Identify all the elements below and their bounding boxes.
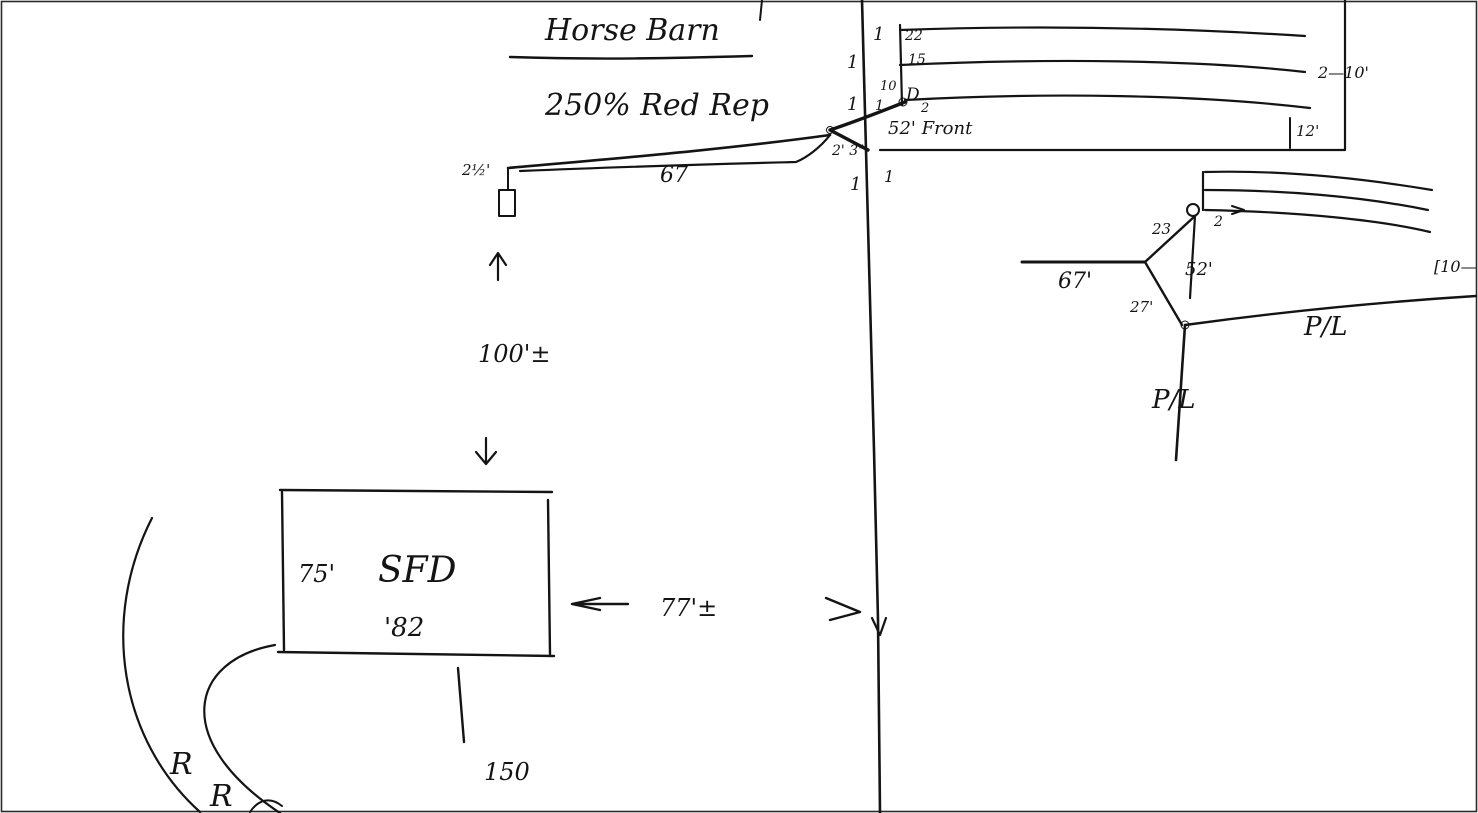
right-diag-1 xyxy=(1143,214,1197,264)
up-arrow xyxy=(488,251,508,282)
house-sub-label: '82 xyxy=(384,613,424,643)
title-bracket xyxy=(759,0,763,21)
top-run-3 xyxy=(903,94,1312,110)
title-line1: Horse Barn xyxy=(544,13,720,48)
top-run-2 xyxy=(898,59,1307,74)
drop-junction xyxy=(898,97,908,107)
main-vertical-line xyxy=(860,0,882,813)
title-underline xyxy=(508,54,754,60)
height-note: 2½' xyxy=(461,161,490,179)
down-arrow xyxy=(474,436,498,466)
right-diag-2 xyxy=(1143,260,1184,327)
right-side-dim: [10— xyxy=(1434,257,1477,276)
setback-left-arrow xyxy=(570,596,630,612)
right-seg-c: 52' xyxy=(1185,259,1213,280)
top-riser xyxy=(898,23,904,107)
top-run-1 xyxy=(898,26,1307,38)
house-left-line xyxy=(280,490,286,652)
house-bottom-line xyxy=(276,650,556,658)
road-outer-curve xyxy=(122,516,202,813)
title-line2: 250% Red Rep xyxy=(544,88,769,123)
pl-vertical xyxy=(1174,323,1187,462)
long-run-lower xyxy=(518,133,832,173)
meter-box xyxy=(498,189,516,217)
road-inner-curve xyxy=(203,643,282,813)
feed-junction xyxy=(826,126,834,134)
long-run xyxy=(506,133,832,170)
road-label-1: R xyxy=(169,747,193,782)
drop-note: 52' Front xyxy=(888,118,973,139)
right-run-3 xyxy=(1203,208,1432,234)
right-left-run-label: 67' xyxy=(1058,269,1092,294)
tick-label-3: 1 xyxy=(847,94,858,115)
tick-label-6: 1 xyxy=(875,98,884,114)
right-bracket xyxy=(878,0,1347,152)
distance-to-house: 100'± xyxy=(478,340,551,368)
road-partial-mark xyxy=(249,799,283,813)
pl-label-2: P/L xyxy=(1151,385,1196,415)
house-bottom-dim: 150 xyxy=(484,758,530,786)
right-run-1 xyxy=(1203,170,1434,192)
top-len-3: 10 xyxy=(880,79,897,94)
house-side-dim: 75' xyxy=(298,560,335,588)
side-dim-b: 12' xyxy=(1296,122,1319,140)
joint-label: 2' 3" xyxy=(831,143,865,159)
right-run-arrow xyxy=(1231,205,1245,215)
tick-label-2: 1 xyxy=(847,52,858,73)
run-length: 67 xyxy=(660,163,688,188)
house-right-line xyxy=(546,498,552,656)
gap-note: 2 xyxy=(920,101,929,116)
top-len-1: 22 xyxy=(904,28,923,44)
right-vertical-stub xyxy=(1188,214,1197,300)
right-junction xyxy=(1186,203,1200,217)
bottom-dim-line xyxy=(456,666,466,744)
pl-horizontal xyxy=(1183,294,1478,327)
pl-label-1: P/L xyxy=(1303,312,1348,342)
right-seg-b: 2 xyxy=(1213,214,1223,230)
side-dim-a: 2—10' xyxy=(1317,63,1369,82)
main-vertical-arrowhead xyxy=(870,616,888,637)
setback-right-arrow xyxy=(824,596,862,622)
tick-label-1: 1 xyxy=(873,24,884,45)
right-seg-d: 27' xyxy=(1129,298,1153,316)
road-label-2: R xyxy=(209,779,233,813)
right-run-2 xyxy=(1203,188,1430,212)
right-seg-a: 23 xyxy=(1151,220,1171,238)
house-setback: 77'± xyxy=(660,594,717,622)
tick-label-4: 1 xyxy=(850,174,861,195)
house-label: SFD xyxy=(378,550,457,591)
drop-label: D xyxy=(905,85,920,105)
top-len-2: 15 xyxy=(908,52,926,68)
diagonal-feed xyxy=(828,100,907,152)
house-top-line xyxy=(278,488,554,494)
tick-label-5: 1 xyxy=(884,167,894,186)
